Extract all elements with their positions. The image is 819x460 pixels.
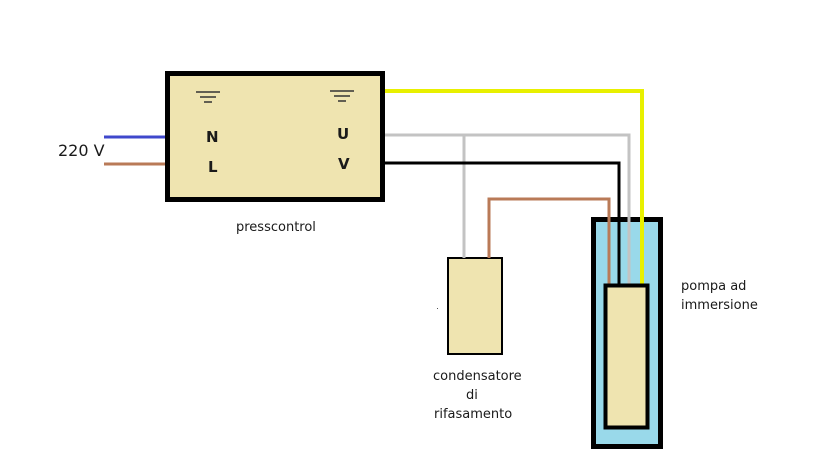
- earth-wire: [384, 89, 644, 286]
- capacitor-label-line-1: condensatore: [433, 369, 522, 384]
- grey-wire: [384, 133, 631, 286]
- capacitor-brown-wire: [487, 197, 611, 286]
- presscontrol-label: presscontrol: [236, 220, 316, 235]
- terminal-l-label: L: [208, 158, 218, 176]
- ground-icon: [329, 90, 355, 104]
- terminal-v-label: V: [338, 155, 350, 173]
- pump-label-line-1: pompa ad: [681, 279, 747, 294]
- capacitor-label-line-3: rifasamento: [434, 407, 513, 422]
- pump-box: [603, 283, 650, 430]
- terminal-n-label: N: [206, 128, 219, 146]
- supply-voltage-label: 220 V: [58, 141, 105, 160]
- terminal-u-label: U: [337, 125, 350, 143]
- pump-label-line-2: immersione: [681, 298, 758, 313]
- black-wire: [384, 161, 621, 286]
- capacitor-label-line-2: di: [466, 388, 478, 403]
- stray-dot: [437, 308, 438, 309]
- presscontrol-box: [165, 71, 385, 202]
- ground-icon: [195, 91, 221, 105]
- capacitor-box: [447, 257, 503, 355]
